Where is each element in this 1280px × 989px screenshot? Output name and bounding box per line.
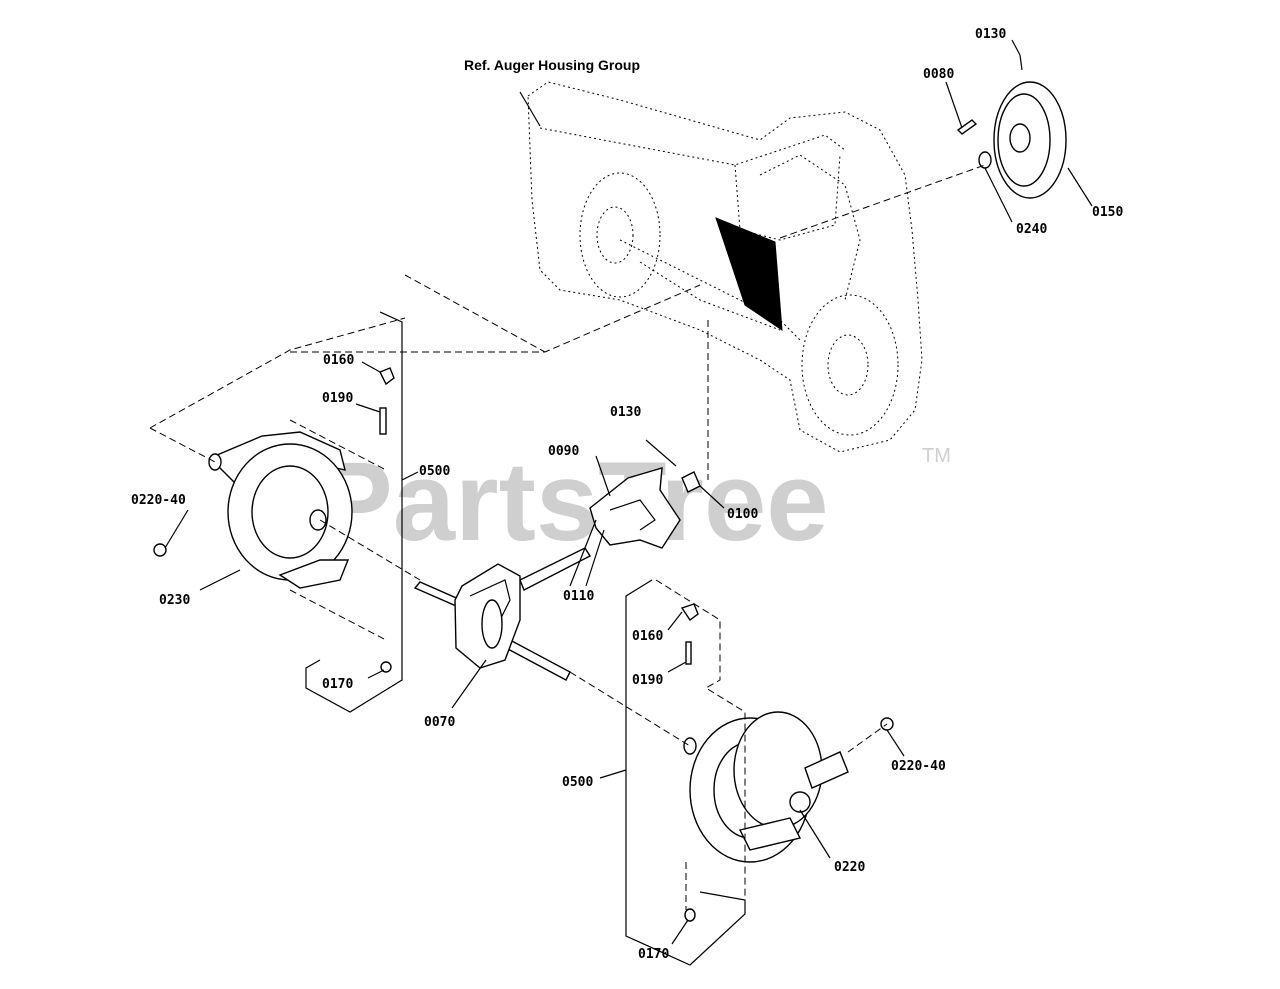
washer-0240 <box>978 151 992 169</box>
label-0150[interactable]: 0150 <box>1092 205 1123 220</box>
label-0110[interactable]: 0110 <box>563 589 594 604</box>
pulley-0150 <box>993 81 1067 199</box>
label-0160-right[interactable]: 0160 <box>632 629 663 644</box>
label-0190-right[interactable]: 0190 <box>632 673 663 688</box>
diagram-title: Ref. Auger Housing Group <box>464 57 640 73</box>
label-0100[interactable]: 0100 <box>727 507 758 522</box>
label-0190-left[interactable]: 0190 <box>322 391 353 406</box>
label-0090[interactable]: 0090 <box>548 444 579 459</box>
label-0500-right[interactable]: 0500 <box>562 775 593 790</box>
bolt-0160-right <box>680 603 699 622</box>
auger-0230 <box>208 431 353 589</box>
bolt-0160-left <box>379 367 395 386</box>
label-0240[interactable]: 0240 <box>1016 222 1047 237</box>
label-0170-left[interactable]: 0170 <box>322 677 353 692</box>
label-0170-right[interactable]: 0170 <box>638 947 669 962</box>
part-labels: 0130 0080 0150 0240 0160 0190 0500 0220-… <box>131 27 1123 962</box>
gearbox-0070 <box>413 547 591 681</box>
label-0130-top[interactable]: 0130 <box>975 27 1006 42</box>
watermark-text: PartsTree <box>318 439 829 564</box>
nut-0170-left <box>380 661 392 673</box>
nut-0170-right <box>684 908 696 922</box>
label-0160-left[interactable]: 0160 <box>323 353 354 368</box>
pin-0130-top <box>1019 54 1023 71</box>
watermark-trademark: TM <box>922 445 951 467</box>
label-0230[interactable]: 0230 <box>159 593 190 608</box>
auger-housing <box>527 81 923 453</box>
label-0500-left[interactable]: 0500 <box>419 464 450 479</box>
auger-0220 <box>683 711 849 863</box>
leader-lines <box>164 39 1093 945</box>
label-0080[interactable]: 0080 <box>923 67 954 82</box>
spacer-0190-left <box>379 407 387 435</box>
label-0220[interactable]: 0220 <box>834 860 865 875</box>
key-0080 <box>956 119 978 135</box>
spacer-0190-right <box>685 641 692 665</box>
label-0070[interactable]: 0070 <box>424 715 455 730</box>
label-0220-40-right[interactable]: 0220-40 <box>891 759 946 774</box>
impeller-0090 <box>589 467 681 549</box>
label-0130-mid[interactable]: 0130 <box>610 405 641 420</box>
nut-0220-40-left <box>153 543 167 557</box>
label-0220-40-left[interactable]: 0220-40 <box>131 493 186 508</box>
